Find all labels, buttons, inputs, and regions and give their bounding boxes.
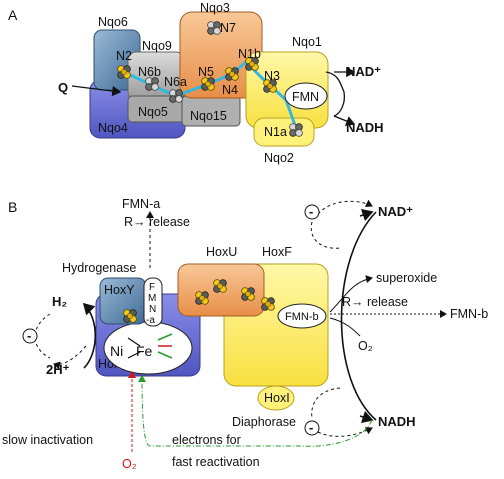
q-label: Q — [58, 80, 68, 95]
diaphorase-label: Diaphorase — [232, 415, 296, 429]
slow-inactivation-label: slow inactivation — [2, 433, 93, 447]
hoxf-cluster — [261, 297, 275, 311]
hoxy-cluster — [123, 309, 137, 323]
h2-dashed-loop — [34, 313, 51, 359]
fe-ligand-green-2 — [157, 333, 173, 341]
r-release-right-label: R→ release — [342, 295, 408, 309]
hoxf-label: HoxF — [262, 245, 292, 259]
superoxide-arrow — [329, 275, 373, 313]
electrons-label-line2: fast reactivation — [172, 455, 260, 469]
nqo15-label: Nqo15 — [190, 109, 227, 123]
n5-cluster — [201, 77, 215, 91]
fmn-a-out-label: FMN-a — [122, 197, 160, 211]
nad-dashed-arrow-top — [317, 199, 373, 215]
o2-line-right — [329, 317, 361, 337]
nad-plus-label-a: NAD⁺ — [346, 64, 381, 79]
nadh-label-a: NADH — [346, 120, 384, 135]
nadh-minus-sign: - — [309, 420, 313, 435]
nqo6-label: Nqo6 — [98, 15, 128, 29]
fmn-b-ellipse — [277, 303, 327, 329]
hoxu-cluster-3 — [241, 287, 255, 301]
h2-label: H₂ — [52, 294, 67, 309]
nqo3-label: Nqo3 — [200, 1, 230, 15]
n1b-label: N1b — [238, 47, 261, 61]
n3-label: N3 — [264, 69, 280, 83]
nad-dashed-loop-top — [310, 221, 341, 249]
fe-label: Fe — [136, 343, 153, 359]
hoxy-label: HoxY — [104, 283, 135, 297]
n6b-label: N6b — [138, 65, 161, 79]
nadh-arrow-a — [333, 115, 356, 126]
fmn-a-letter-m: M — [148, 293, 156, 304]
two-h-plus-label: 2H⁺ — [46, 362, 70, 377]
nqo1-label: Nqo1 — [292, 35, 322, 49]
nad-plus-arrow-b — [359, 208, 374, 222]
nad-arc-b — [340, 211, 377, 421]
nqo9-label: Nqo9 — [142, 39, 172, 53]
h2-oxidation-arrow — [82, 302, 96, 369]
fmn-a-text: FMN — [292, 90, 319, 104]
hoxi-subunit — [257, 385, 295, 411]
n4-cluster — [225, 67, 239, 81]
fmn-b-out-label: FMN-b — [450, 307, 488, 321]
fmn-a-letter-f: F — [149, 282, 155, 293]
n2-label: N2 — [116, 49, 132, 63]
h2-minus-sign: - — [27, 328, 31, 343]
nad-minus-circle — [304, 204, 320, 220]
ni-label: Ni — [110, 343, 123, 359]
fmn-a-ellipse — [284, 82, 328, 110]
r-release-top-label: R→ release — [124, 215, 190, 229]
nadh-minus-circle — [304, 420, 320, 436]
superoxide-label: superoxide — [376, 271, 437, 285]
fe-ligand-green-1 — [157, 351, 173, 359]
electrons-label-line1: electrons for — [172, 433, 241, 447]
fmn-a-pill — [143, 277, 163, 327]
n4-label: N4 — [222, 83, 238, 97]
n6a-label: N6a — [164, 75, 187, 89]
reactivation-electron-path — [138, 375, 373, 447]
nqo2-label: Nqo2 — [264, 151, 294, 165]
ni-fe-bond-2 — [127, 351, 141, 359]
fmn-a-letter-a: -a — [146, 315, 155, 326]
n5-label: N5 — [198, 65, 214, 79]
q-arrow — [71, 85, 122, 97]
nadh-dashed-loop-bottom — [311, 387, 341, 419]
nadh-label-b: NADH — [378, 414, 416, 429]
n2-cluster — [117, 65, 131, 79]
hoxu-cluster-1 — [195, 291, 209, 305]
hoxu-label: HoxU — [206, 245, 237, 259]
nad-minus-sign: - — [309, 204, 313, 219]
nqo5-label: Nqo5 — [138, 105, 168, 119]
n1a-label: N1a — [264, 125, 287, 139]
fmn-b-box-label: FMN-b — [285, 311, 319, 323]
fmn-a-letter-n: N — [149, 304, 156, 315]
nad-plus-label-b: NAD⁺ — [378, 204, 413, 219]
hydrogenase-label: Hydrogenase — [62, 261, 136, 275]
nadh-arrow-b — [359, 410, 374, 424]
o2-right-label: O₂ — [358, 339, 373, 353]
nadh-dashed-arrow-bottom — [317, 427, 373, 437]
h2-minus-circle — [22, 328, 38, 344]
ni-fe-bond-1 — [127, 337, 141, 347]
nqo4-label: Nqo4 — [98, 121, 128, 135]
hoxi-label: HoxI — [264, 391, 290, 405]
nad-curve-a — [325, 71, 346, 117]
panel-a-label: A — [8, 7, 18, 23]
n7-label: N7 — [220, 21, 236, 35]
o2-bottom-label: O₂ — [122, 457, 137, 471]
panel-b-label: B — [8, 199, 17, 215]
hoxu-cluster-2 — [213, 279, 227, 293]
